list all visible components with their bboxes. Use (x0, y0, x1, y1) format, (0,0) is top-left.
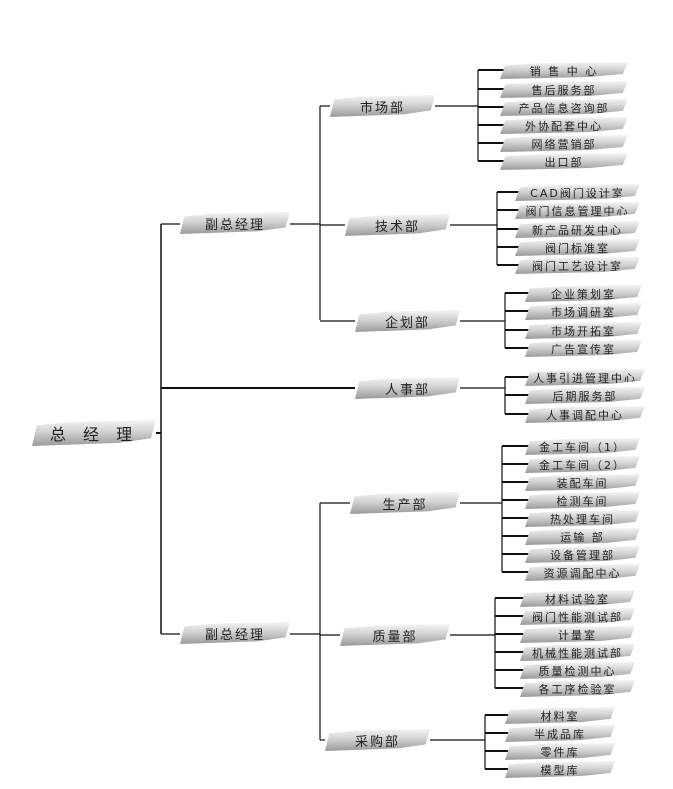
node-sub-unit: 热处理车间 (525, 510, 640, 527)
node-sub-unit: 外协配套中心 (500, 117, 628, 134)
node-sub-unit: 资源调配中心 (525, 564, 640, 581)
node-department: 采购部 (325, 729, 430, 751)
node-sub-unit: 产品信息咨询部 (500, 99, 628, 116)
node-sub-unit: 质量检测中心 (520, 662, 635, 679)
node-sub-unit: 材料室 (505, 707, 615, 724)
node-sub-unit: 半成品库 (505, 725, 615, 742)
node-sub-unit: 销 售 中 心 (500, 62, 628, 79)
node-sub-unit: 机械性能测试部 (520, 644, 635, 661)
node-department: 市场部 (330, 95, 435, 117)
node-sub-unit: 计量室 (520, 626, 635, 643)
node-department: 生产部 (350, 492, 460, 514)
node-sub-unit: 模型库 (505, 761, 615, 778)
node-vice-general-manager-1: 副总经理 (180, 212, 290, 234)
node-sub-unit: 企业策划室 (525, 285, 642, 302)
node-department: 企划部 (355, 310, 460, 332)
node-sub-unit: 阀门信息管理中心 (515, 202, 640, 219)
node-sub-unit: 设备管理部 (525, 546, 640, 563)
node-sub-unit: 出口部 (500, 153, 628, 170)
node-department: 技术部 (345, 214, 450, 236)
node-sub-unit: 网络营销部 (500, 135, 628, 152)
node-department: 人事部 (355, 377, 460, 399)
node-sub-unit: 金工车间（2） (525, 456, 640, 473)
node-sub-unit: 阀门性能测试部 (520, 608, 635, 625)
node-sub-unit: 市场开拓室 (525, 322, 642, 339)
node-sub-unit: 检测车间 (525, 492, 640, 509)
node-sub-unit: 市场调研室 (525, 303, 642, 320)
node-sub-unit: 金工车间（1） (525, 438, 640, 455)
node-sub-unit: 人事调配中心 (525, 406, 645, 423)
node-sub-unit: 售后服务部 (500, 81, 628, 98)
node-sub-unit: 阀门标准室 (515, 239, 640, 256)
node-general-manager: 总 经 理 (32, 420, 156, 446)
node-vice-general-manager-2: 副总经理 (180, 622, 290, 644)
node-sub-unit: 后期服务部 (525, 387, 645, 404)
node-sub-unit: 装配车间 (525, 474, 640, 491)
node-sub-unit: 阀门工艺设计室 (515, 257, 640, 274)
node-sub-unit: 各工序检验室 (520, 680, 635, 697)
node-sub-unit: CAD阀门设计室 (515, 184, 640, 201)
node-sub-unit: 人事引进管理中心 (525, 369, 645, 386)
node-sub-unit: 广告宣传室 (525, 340, 642, 357)
node-sub-unit: 运输 部 (525, 528, 640, 545)
node-department: 质量部 (340, 624, 450, 646)
node-sub-unit: 零件库 (505, 743, 615, 760)
node-sub-unit: 新产品研发中心 (515, 221, 640, 238)
node-sub-unit: 材料试验室 (520, 590, 635, 607)
